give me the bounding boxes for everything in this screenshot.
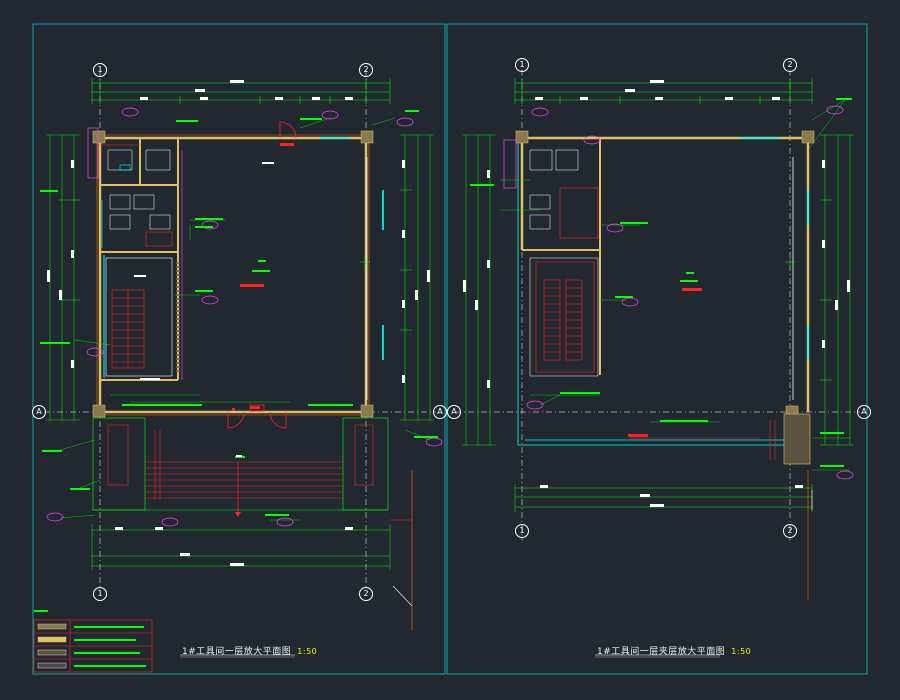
left-plan-title: 1#工具间一层放大平面图 1:50 [182,644,317,657]
left-plan [40,70,443,630]
right-grid-label-2-bottom: 2 [783,524,797,538]
drawing-frame-left [32,23,446,675]
left-grid-label-a-left: A [32,405,46,419]
left-grid-label-a-right: A [433,405,447,419]
right-grid-label-a-right: A [857,405,871,419]
right-plan-title-text: 1#工具间一层夹层放大平面图 [597,647,726,657]
right-grid-label-a-left: A [447,405,461,419]
right-grid-label-1-bottom: 1 [515,524,529,538]
left-grid-label-1-top: 1 [93,63,107,77]
right-plan-scale: 1:50 [731,647,752,656]
right-plan [455,70,860,600]
left-grid-label-1-bottom: 1 [93,587,107,601]
legend-table [33,610,153,673]
left-grid-label-2-bottom: 2 [359,587,373,601]
left-plan-title-text: 1#工具间一层放大平面图 [182,647,292,657]
drawing-frame-right [446,23,868,675]
left-grid-label-2-top: 2 [359,63,373,77]
right-plan-title: 1#工具间一层夹层放大平面图 1:50 [597,644,751,657]
right-grid-label-2-top: 2 [783,58,797,72]
left-plan-scale: 1:50 [297,647,318,656]
right-grid-label-1-top: 1 [515,58,529,72]
